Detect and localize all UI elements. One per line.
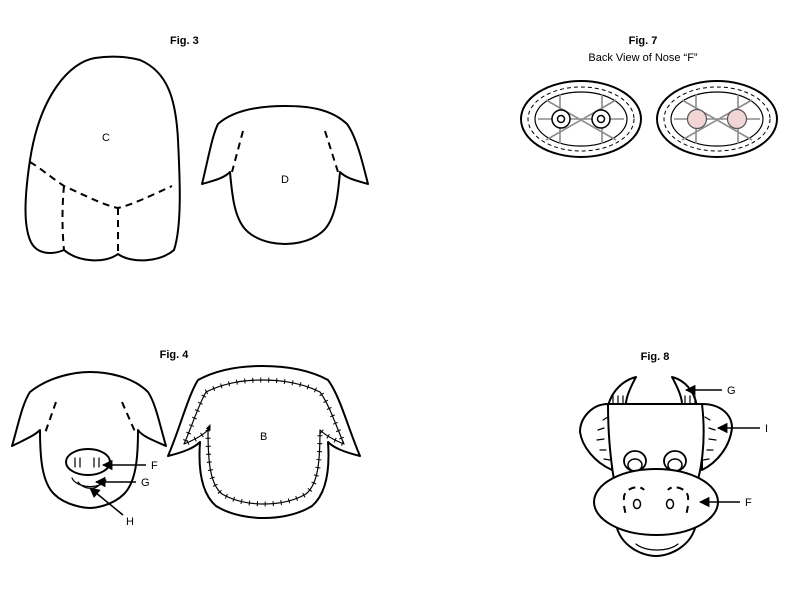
fig8-label-i: I [765,423,768,435]
label-g: G [141,477,150,489]
piece-d-label: D [281,174,289,186]
finished-cow-face: G I F [579,376,768,557]
fig8-label-f: F [745,497,752,509]
piece-b-label: B [260,431,267,443]
nostril-left-2 [591,109,611,129]
nostril-right-2 [726,108,748,130]
piece-d: D [201,105,369,245]
ear-left [579,403,613,471]
nose-back-right [656,80,778,158]
nostril-left-1 [551,109,571,129]
fig3: Fig. 3 C D [24,35,369,262]
fig4: Fig. 4 F G H B [11,349,361,528]
eye-left [623,450,647,472]
piece-b: B [167,365,361,519]
eye-right [663,450,687,472]
fig7-title: Fig. 7 [629,35,658,47]
piece-c: C [24,55,181,262]
nostril-right-1 [686,108,708,130]
fig3-title: Fig. 3 [170,35,199,47]
ear-right [701,403,733,471]
nose-back-left [520,80,642,158]
head-with-nose: F G H [11,371,167,528]
horn-left [607,376,637,407]
piece-c-label: C [102,132,110,144]
fig8: Fig. 8 [579,351,768,557]
fig4-title: Fig. 4 [160,349,190,361]
label-h: H [126,516,134,528]
fig8-title: Fig. 8 [641,351,670,363]
fig8-label-g: G [727,385,736,397]
muzzle [593,468,719,536]
label-f: F [151,460,158,472]
fig7: Fig. 7 Back View of Nose “F” [520,35,778,158]
fig7-subtitle: Back View of Nose “F” [588,52,698,64]
